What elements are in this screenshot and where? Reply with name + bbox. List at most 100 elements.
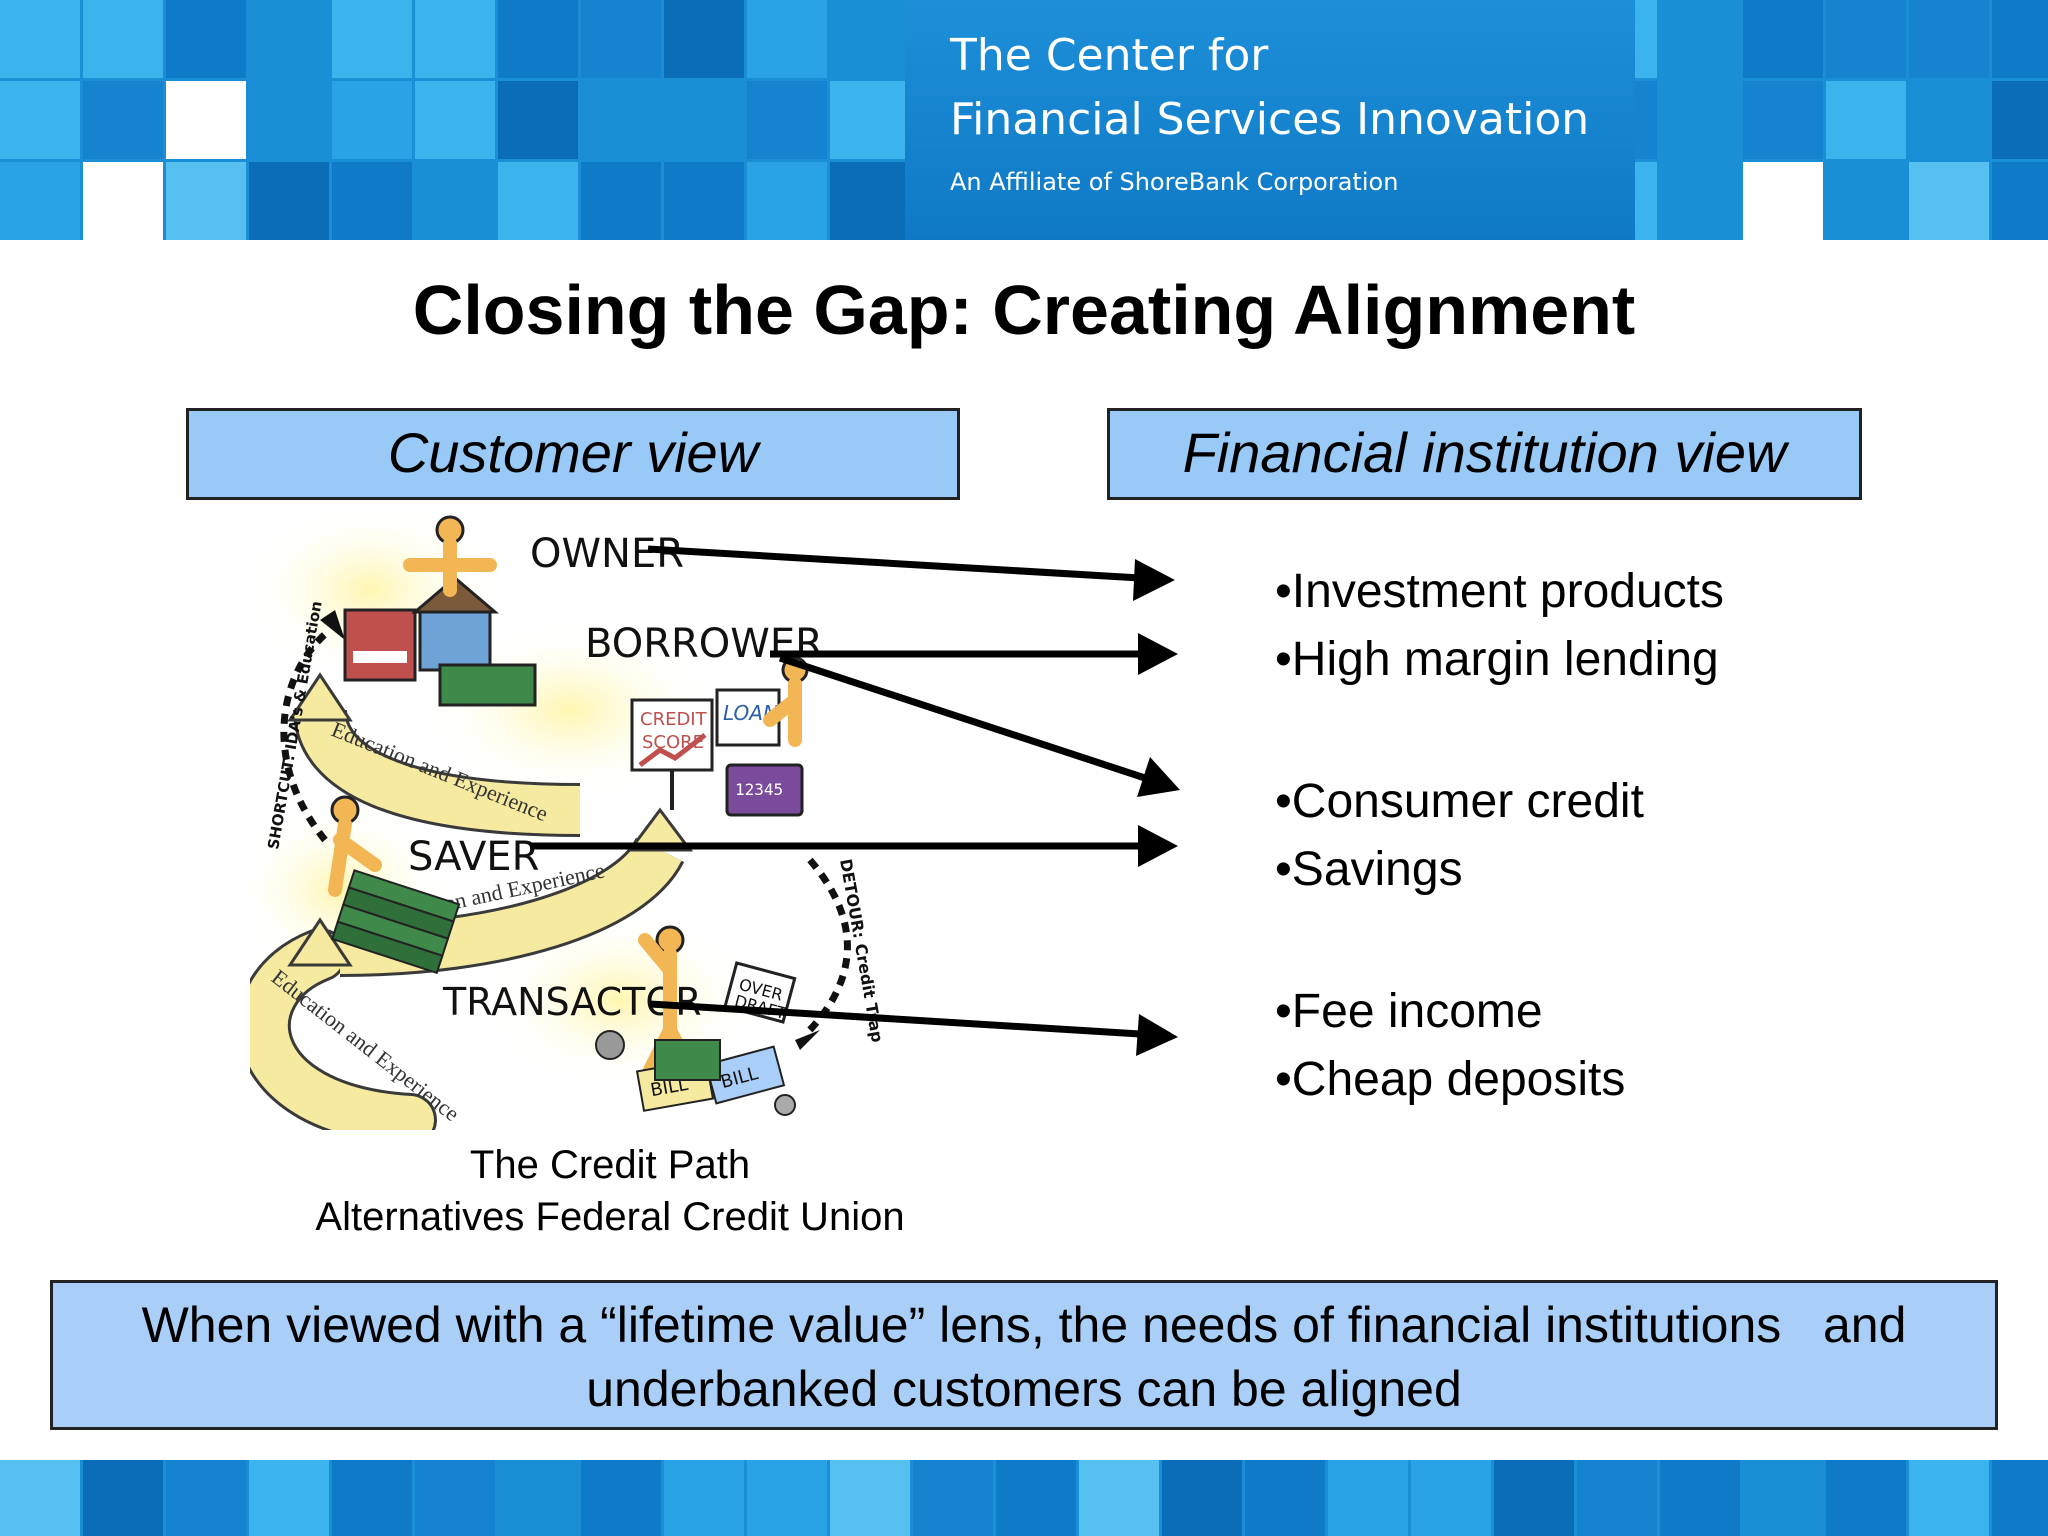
decorative-tile bbox=[83, 162, 163, 240]
detour-label: DETOUR: Credit Trap bbox=[836, 857, 887, 1043]
decorative-tile bbox=[747, 81, 827, 159]
need-fee-income: •Fee income bbox=[1275, 985, 1543, 1038]
decorative-tile bbox=[1826, 1460, 1906, 1536]
arrow-borrower-lending-head bbox=[1138, 633, 1178, 675]
decorative-tile bbox=[1909, 162, 1989, 240]
decorative-tile bbox=[332, 162, 412, 240]
decorative-tile bbox=[415, 162, 495, 240]
decorative-tile bbox=[1411, 1460, 1491, 1536]
decorative-tile bbox=[415, 81, 495, 159]
decorative-tile bbox=[1992, 1460, 2048, 1536]
owner-store-building bbox=[343, 608, 417, 682]
decorative-tile bbox=[830, 162, 910, 240]
decorative-tile bbox=[249, 81, 329, 159]
shortcut-dashed-arrow bbox=[280, 627, 333, 843]
decorative-tile bbox=[1328, 1460, 1408, 1536]
path-arrowhead-lower bbox=[287, 917, 353, 967]
decorative-tile bbox=[1743, 0, 1823, 78]
arrow-saver-savings-head bbox=[1138, 825, 1178, 867]
decorative-tile bbox=[249, 0, 329, 78]
decorative-tile bbox=[0, 1460, 80, 1536]
decorative-tile bbox=[332, 1460, 412, 1536]
decorative-tile bbox=[1577, 1460, 1657, 1536]
decorative-tile bbox=[1245, 1460, 1325, 1536]
decorative-tile bbox=[1992, 162, 2048, 240]
stage-transactor: TRANSACTOR bbox=[442, 980, 702, 1024]
decorative-tile bbox=[747, 0, 827, 78]
decorative-tile bbox=[581, 81, 661, 159]
path-arrowhead-middle bbox=[627, 807, 693, 852]
decorative-tile bbox=[830, 1460, 910, 1536]
coin bbox=[774, 1094, 796, 1116]
brand-name-line1: The Center for bbox=[950, 30, 1269, 81]
decorative-tile bbox=[166, 162, 246, 240]
credit-path-caption-source: Alternatives Federal Credit Union bbox=[315, 1195, 905, 1239]
decorative-tile bbox=[0, 162, 80, 240]
decorative-tile bbox=[1743, 81, 1823, 159]
coin-stack bbox=[595, 1030, 625, 1060]
decorative-tile bbox=[913, 1460, 993, 1536]
decorative-tile bbox=[1079, 1460, 1159, 1536]
detour-arrowhead bbox=[795, 1030, 820, 1050]
decorative-tile bbox=[249, 1460, 329, 1536]
decorative-tile bbox=[166, 81, 246, 159]
decorative-tile bbox=[664, 0, 744, 78]
need-investment-products: •Investment products bbox=[1275, 565, 1725, 618]
slide-title: Closing the Gap: Creating Alignment bbox=[412, 271, 1636, 349]
need-cheap-deposits: •Cheap deposits bbox=[1275, 1053, 1626, 1106]
conclusion-box: When viewed with a “lifetime value” lens… bbox=[50, 1280, 1998, 1430]
decorative-tile bbox=[83, 1460, 163, 1536]
need-consumer-credit: •Consumer credit bbox=[1275, 775, 1644, 828]
path-band-lower bbox=[250, 931, 434, 1130]
brand-name-line2: Financial Services Innovation bbox=[950, 94, 1590, 145]
decorative-tile bbox=[166, 0, 246, 78]
institution-view-heading: Financial institution view bbox=[1107, 408, 1862, 500]
decorative-tile bbox=[830, 0, 910, 78]
shortcut-arrowhead bbox=[320, 610, 345, 640]
decorative-tile bbox=[1660, 1460, 1740, 1536]
credit-path-illustration: Education and Experience Education and E… bbox=[250, 510, 887, 1130]
decorative-tile bbox=[1826, 81, 1906, 159]
house-roof bbox=[410, 576, 500, 614]
brand-tagline: An Affiliate of ShoreBank Corporation bbox=[950, 168, 1399, 196]
decorative-tile bbox=[1909, 81, 1989, 159]
decorative-tile bbox=[1162, 1460, 1242, 1536]
transactor-figure-body bbox=[638, 933, 697, 1077]
saver-cash-stack bbox=[330, 869, 461, 975]
brand-panel: The Center for Financial Services Innova… bbox=[905, 0, 1635, 240]
transactor-dollar bbox=[654, 1039, 721, 1081]
arrow-borrower-consumer-credit-head bbox=[1137, 757, 1180, 797]
conclusion-line2: underbanked customers can be aligned bbox=[586, 1361, 1462, 1417]
decorative-tile bbox=[83, 0, 163, 78]
credit-score-graph bbox=[638, 733, 707, 767]
decorative-tile bbox=[581, 0, 661, 78]
decorative-tile bbox=[1826, 162, 1906, 240]
decorative-tile bbox=[0, 0, 80, 78]
decorative-tile bbox=[1743, 1460, 1823, 1536]
decorative-tile bbox=[581, 162, 661, 240]
bill-paper-2 bbox=[704, 1045, 786, 1105]
decorative-tile bbox=[1992, 81, 2048, 159]
stage-owner: OWNER bbox=[530, 531, 684, 577]
stage-saver: SAVER bbox=[408, 834, 539, 880]
decorative-tile bbox=[498, 0, 578, 78]
decorative-tile bbox=[498, 81, 578, 159]
decorative-tile bbox=[498, 162, 578, 240]
owner-cash bbox=[438, 663, 537, 707]
decorative-tile bbox=[249, 162, 329, 240]
decorative-tile bbox=[1992, 0, 2048, 78]
decorative-tile bbox=[83, 81, 163, 159]
need-high-margin-lending: •High margin lending bbox=[1275, 633, 1719, 686]
credit-score-text-1: CREDIT bbox=[640, 709, 708, 730]
credit-card-number: 12345 bbox=[735, 780, 783, 799]
decorative-tile bbox=[166, 1460, 246, 1536]
customer-view-heading: Customer view bbox=[186, 408, 960, 500]
decorative-tile bbox=[1660, 0, 1740, 78]
owner-house bbox=[418, 608, 492, 672]
decorative-tile bbox=[664, 162, 744, 240]
store-awning bbox=[351, 649, 409, 665]
conclusion-line1: When viewed with a “lifetime value” lens… bbox=[141, 1297, 1907, 1353]
arrow-transactor-fee-head bbox=[1136, 1014, 1178, 1056]
decorative-tile bbox=[1909, 0, 1989, 78]
decorative-tile bbox=[664, 81, 744, 159]
